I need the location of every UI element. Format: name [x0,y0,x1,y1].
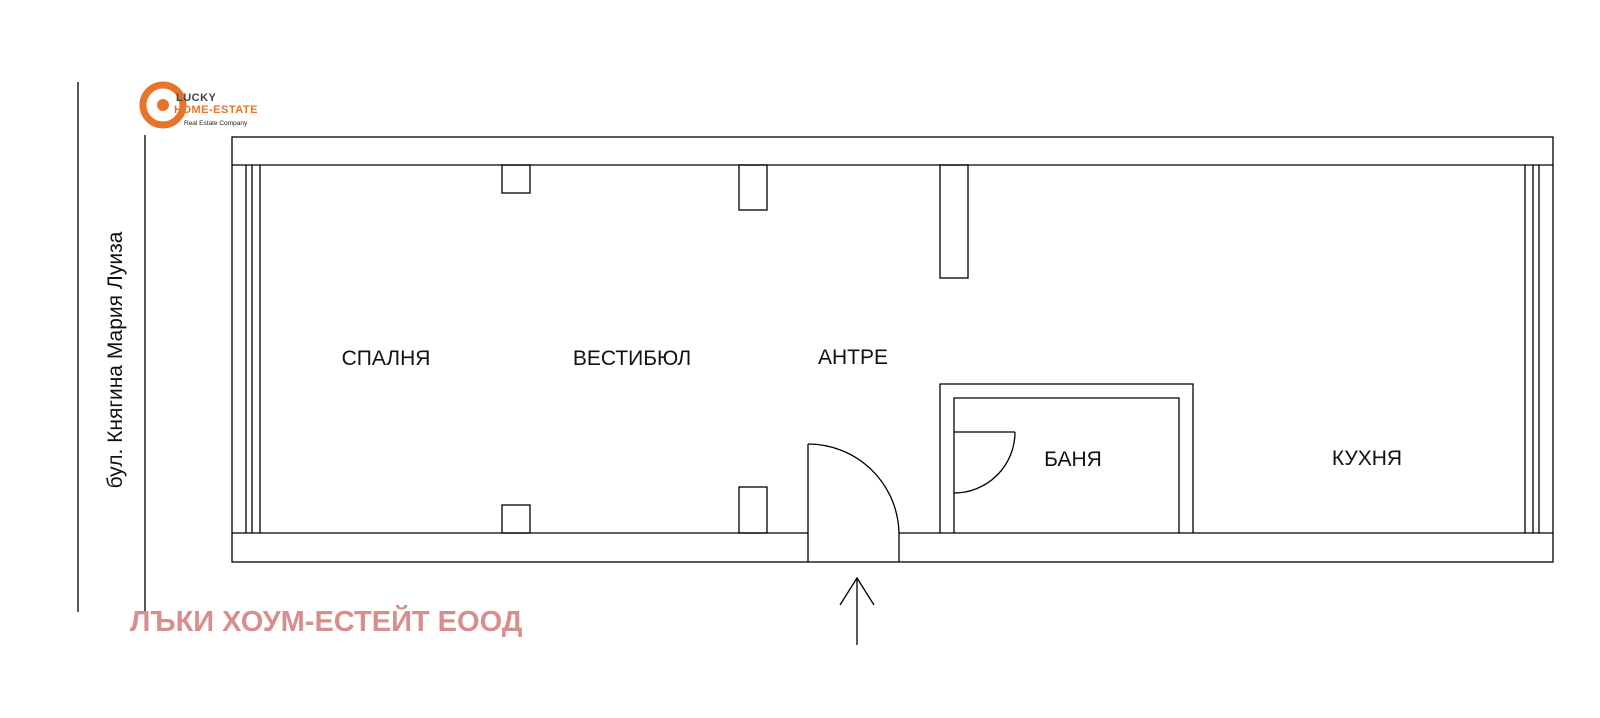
column-top-2 [738,164,768,211]
logo-line2: HOME-ESTATE [174,104,258,116]
logo-line1: LUCKY [176,92,217,104]
bathroom-door [953,431,1016,494]
logo-dot [157,99,169,111]
company-logo: LUCKY HOME-ESTATE Real Estate Company [139,81,258,129]
right-window [1524,165,1540,533]
column-bottom-2 [738,486,768,534]
room-label-vestibule: ВЕСТИБЮЛ [573,347,691,370]
room-label-bedroom: СПАЛНЯ [342,347,431,370]
company-watermark: ЛЪКИ ХОУМ-ЕСТЕЙТ ЕООД [130,604,523,638]
room-label-bathroom: БАНЯ [1044,448,1102,471]
logo-ring-icon [139,81,187,129]
room-label-hall: АНТРЕ [818,346,888,369]
room-label-kitchen: КУХНЯ [1332,447,1402,470]
logo-tagline: Real Estate Company [184,120,248,127]
bathroom-walls [939,383,1194,533]
entrance-door [807,443,900,562]
arrow-up-icon [839,576,875,645]
column-top-3 [939,164,969,279]
left-window [245,165,261,533]
column-top-1 [501,164,531,194]
column-bottom-1 [501,504,531,534]
outer-wall [231,136,1554,563]
street-label: бул. Княгина Мария Луиза [104,231,127,488]
